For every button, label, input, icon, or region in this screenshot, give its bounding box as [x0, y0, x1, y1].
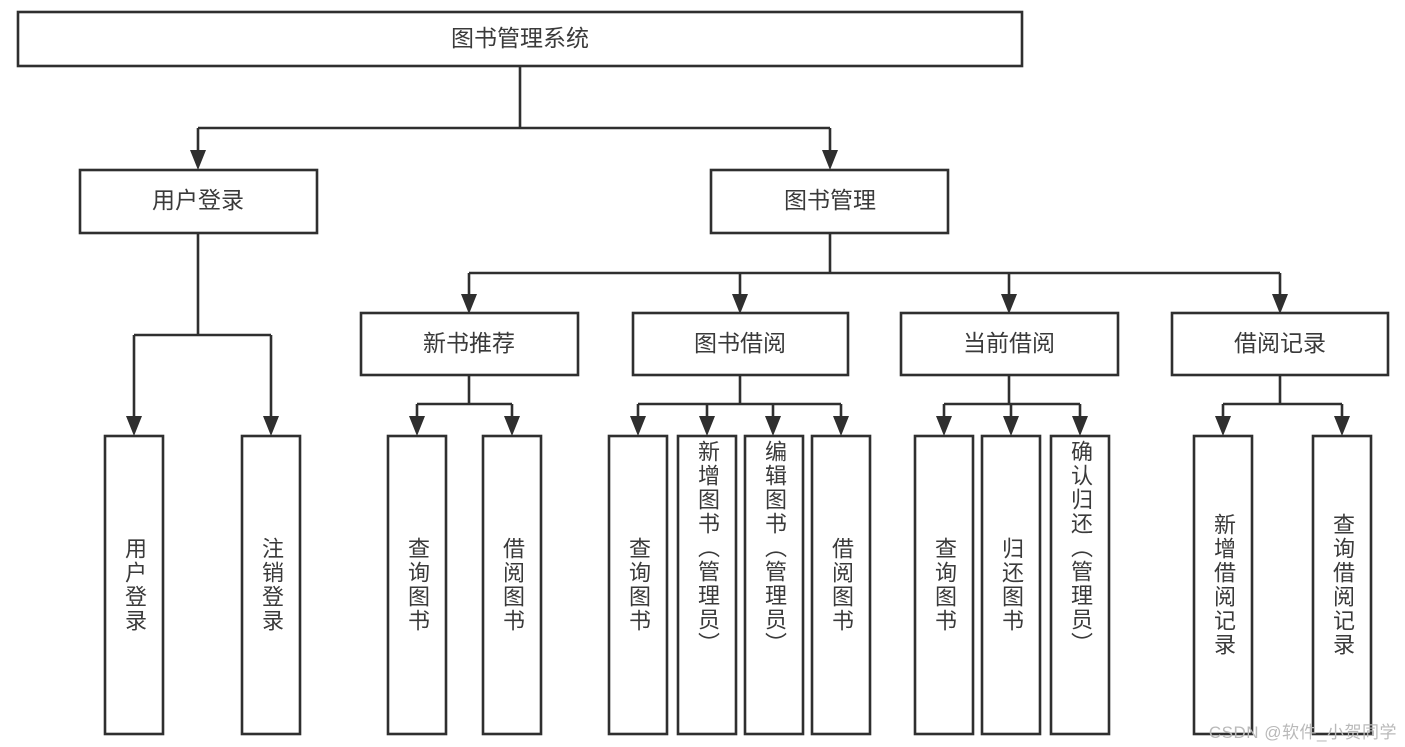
arrow-head-leaf-logout	[263, 416, 279, 436]
leaf-nb-query-book-box[interactable]	[386, 434, 448, 736]
node-book-borrow[interactable]: 图书借阅	[631, 311, 850, 377]
leaf-nb-query-book[interactable]	[386, 434, 448, 736]
arrow-head-br-leaf2	[1334, 416, 1350, 436]
leaf-bb-edit-book-label: 编辑图书（管理员）	[762, 440, 787, 656]
arrow-head-new-book	[461, 294, 477, 314]
leaf-logout-label: 注销登录	[259, 537, 284, 633]
arrow-head-book-borrow	[732, 294, 748, 314]
node-borrow-record-label: 借阅记录	[1234, 330, 1326, 356]
leaf-bb-add-book[interactable]	[676, 434, 738, 736]
arrow-head-borrow-record	[1272, 294, 1288, 314]
arrow-head-user-login	[190, 150, 206, 170]
node-root-label: 图书管理系统	[451, 25, 589, 51]
node-user-login-box[interactable]	[78, 168, 319, 235]
node-current-borrow-box[interactable]	[899, 311, 1120, 377]
node-user-login-label: 用户登录	[152, 187, 244, 213]
leaf-bb-add-book-label: 新增图书（管理员）	[695, 440, 720, 656]
leaf-cb-confirm-return[interactable]	[1049, 434, 1111, 736]
watermark: CSDN @软件_小贺同学	[1208, 723, 1397, 742]
arrow-head-bb-leaf3	[765, 416, 781, 436]
arrow-head-book-manage	[822, 150, 838, 170]
leaf-br-add-record[interactable]	[1192, 434, 1254, 736]
arrow-head-current-borrow	[1001, 294, 1017, 314]
node-book-manage-label: 图书管理	[784, 187, 876, 213]
arrow-head-br-leaf1	[1215, 416, 1231, 436]
node-borrow-record-box[interactable]	[1170, 311, 1390, 377]
leaf-cb-confirm-return-box[interactable]	[1049, 434, 1111, 736]
leaf-logout-box[interactable]	[240, 434, 302, 736]
leaf-br-query-record-box[interactable]	[1311, 434, 1373, 736]
node-new-book-recommend-label: 新书推荐	[423, 330, 515, 356]
arrow-head-cb-leaf1	[936, 416, 952, 436]
leaf-nb-borrow-book-box[interactable]	[481, 434, 543, 736]
arrow-head-cb-leaf3	[1072, 416, 1088, 436]
leaf-bb-add-book-box[interactable]	[676, 434, 738, 736]
arrow-head-bb-leaf1	[630, 416, 646, 436]
leaf-cb-return-book-label: 归还图书	[999, 537, 1024, 633]
node-book-borrow-label: 图书借阅	[694, 330, 786, 356]
leaf-br-query-record-label: 查询借阅记录	[1330, 513, 1355, 657]
leaf-user-login[interactable]	[103, 434, 165, 736]
leaf-bb-borrow-book-label: 借阅图书	[829, 537, 854, 633]
leaf-user-login-box[interactable]	[103, 434, 165, 736]
leaf-logout[interactable]	[240, 434, 302, 736]
node-new-book-recommend[interactable]: 新书推荐	[359, 311, 580, 377]
leaf-cb-query-book-box[interactable]	[913, 434, 975, 736]
arrow-head-bb-leaf2	[699, 416, 715, 436]
leaf-bb-borrow-book-box[interactable]	[810, 434, 872, 736]
node-new-book-recommend-box[interactable]	[359, 311, 580, 377]
leaf-nb-query-book-label: 查询图书	[405, 537, 430, 633]
node-current-borrow-label: 当前借阅	[963, 330, 1055, 356]
leaf-cb-query-book[interactable]	[913, 434, 975, 736]
leaf-cb-query-book-label: 查询图书	[932, 537, 957, 633]
node-borrow-record[interactable]: 借阅记录	[1170, 311, 1390, 377]
leaf-user-login-label: 用户登录	[122, 537, 147, 633]
connector-layer	[126, 66, 1350, 436]
leaf-bb-query-book[interactable]	[607, 434, 669, 736]
leaf-br-query-record[interactable]	[1311, 434, 1373, 736]
leaf-br-add-record-label: 新增借阅记录	[1211, 513, 1236, 657]
arrow-head-bb-leaf4	[833, 416, 849, 436]
node-root[interactable]: 图书管理系统	[16, 10, 1024, 68]
arrow-head-cb-leaf2	[1003, 416, 1019, 436]
node-book-manage[interactable]: 图书管理	[709, 168, 950, 235]
arrow-head-nb-leaf1	[409, 416, 425, 436]
leaf-bb-query-book-box[interactable]	[607, 434, 669, 736]
leaf-bb-edit-book[interactable]	[743, 434, 805, 736]
arrow-head-nb-leaf2	[504, 416, 520, 436]
arrow-head-leaf-user-login	[126, 416, 142, 436]
node-book-borrow-box[interactable]	[631, 311, 850, 377]
leaf-br-add-record-box[interactable]	[1192, 434, 1254, 736]
node-book-manage-box[interactable]	[709, 168, 950, 235]
leaf-cb-return-book[interactable]	[980, 434, 1042, 736]
leaf-bb-query-book-label: 查询图书	[626, 537, 651, 633]
leaf-cb-confirm-return-label: 确认归还（管理员）	[1068, 440, 1093, 656]
leaf-cb-return-book-box[interactable]	[980, 434, 1042, 736]
leaf-bb-borrow-book[interactable]	[810, 434, 872, 736]
node-current-borrow[interactable]: 当前借阅	[899, 311, 1120, 377]
node-root-box[interactable]	[16, 10, 1024, 68]
leaf-nb-borrow-book-label: 借阅图书	[500, 537, 525, 633]
node-user-login[interactable]: 用户登录	[78, 168, 319, 235]
leaf-bb-edit-book-box[interactable]	[743, 434, 805, 736]
leaf-nb-borrow-book[interactable]	[481, 434, 543, 736]
